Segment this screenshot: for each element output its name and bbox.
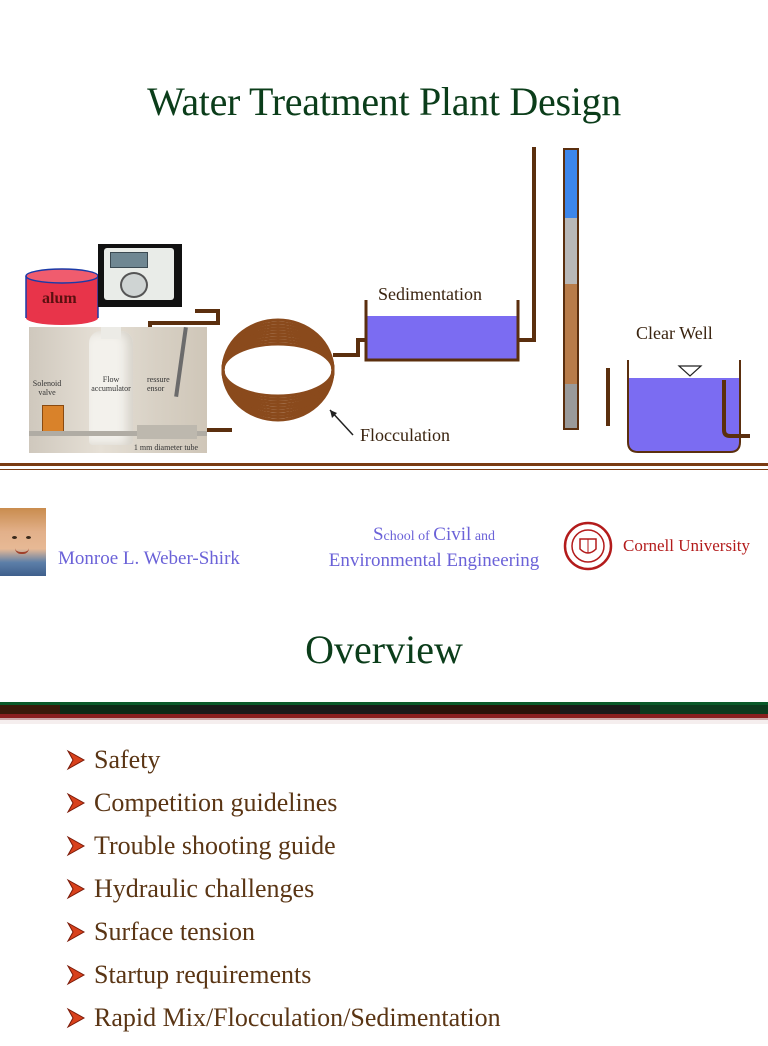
sed-outlet-pipe — [518, 147, 536, 342]
alum-tank — [25, 268, 99, 325]
filter-column — [563, 148, 579, 430]
clear-well — [606, 360, 750, 453]
cornell-seal-icon — [563, 521, 613, 571]
school-name: School of Civil and Environmental Engine… — [328, 524, 540, 571]
coil-outlet-pipe — [333, 338, 366, 357]
arrow-bullet-icon — [66, 921, 86, 943]
flocculator-coil — [221, 318, 335, 422]
pressure-sensor-label: ressure ensor — [147, 375, 170, 393]
arrow-bullet-icon — [66, 878, 86, 900]
tube-label: 1 mm diameter tube — [133, 443, 199, 452]
decorative-bar — [0, 702, 768, 724]
slide-title-overview: Overview — [305, 627, 463, 672]
process-diagram — [25, 147, 750, 453]
arrow-bullet-icon — [66, 1007, 86, 1029]
flow-accumulator-label: Flow accumulator — [91, 375, 131, 393]
arrow-bullet-icon — [66, 792, 86, 814]
author-name: Monroe L. Weber-Shirk — [58, 548, 240, 569]
arrow-bullet-icon — [66, 749, 86, 771]
arrow-bullet-icon — [66, 964, 86, 986]
apparatus-photo: Solenoid valve Flow accumulator ressure … — [29, 327, 207, 453]
author-photo — [0, 508, 46, 576]
sedimentation-label: Sedimentation — [378, 284, 482, 304]
university-name: Cornell University — [623, 536, 751, 555]
solenoid-valve-label: Solenoid valve — [32, 379, 62, 397]
sedimentation-tank — [364, 300, 520, 362]
slide-title: Water Treatment Plant Design — [147, 79, 621, 124]
peristaltic-pump-photo — [98, 244, 182, 307]
slide-overview: Overview Safety Competition guidelines T… — [0, 600, 768, 1032]
alum-label: alum — [42, 290, 77, 307]
arrow-bullet-icon — [66, 835, 86, 857]
flocculation-label: Flocculation — [360, 425, 450, 445]
clear-well-label: Clear Well — [636, 323, 713, 343]
slide-water-treatment: Water Treatment Plant Design — [0, 79, 768, 576]
footer-divider — [0, 463, 768, 466]
footer-divider-thin — [0, 469, 768, 470]
